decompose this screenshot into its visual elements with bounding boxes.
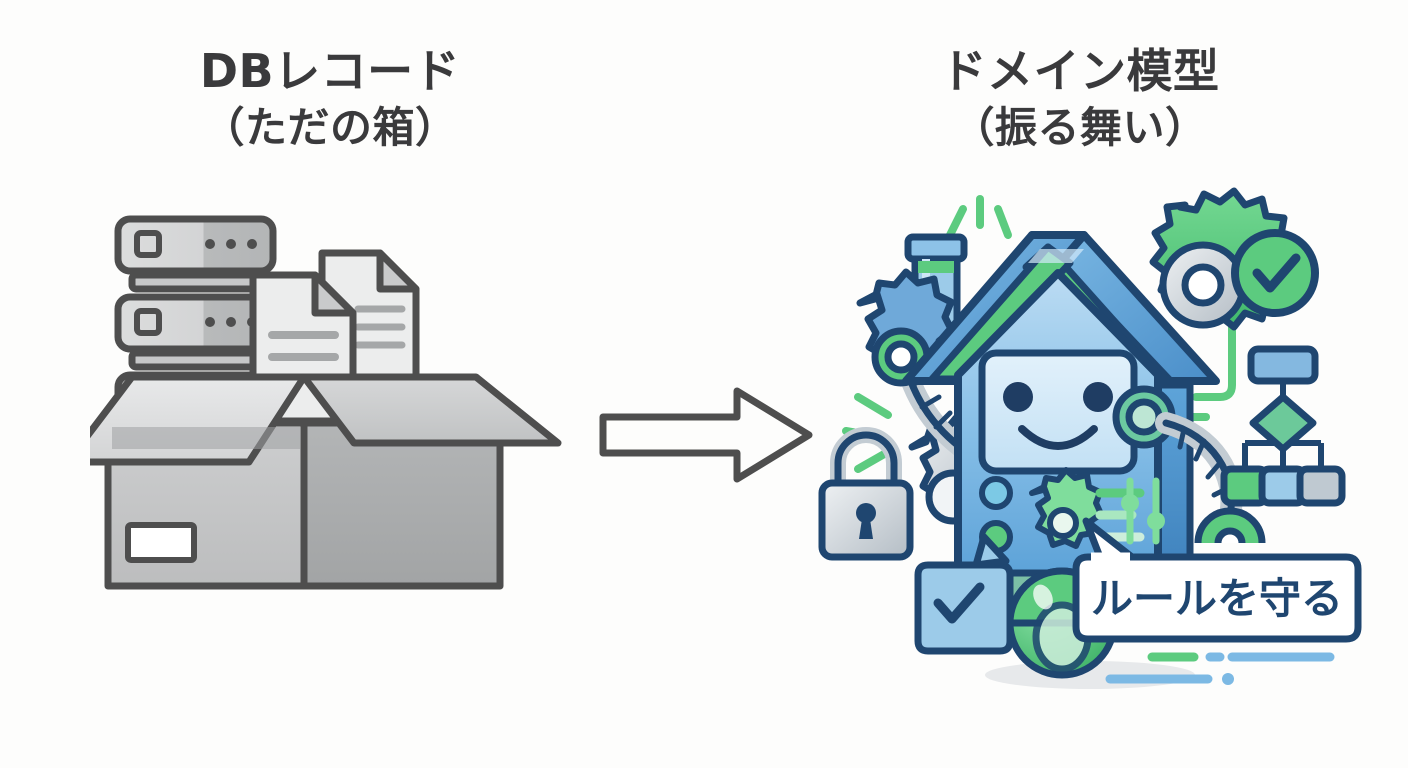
db-record-box-illustration: [90, 205, 590, 635]
rightwards-outline-arrow: [599, 387, 813, 483]
right-title-line-2: （振る舞い）: [952, 102, 1208, 152]
box-right-flap: [300, 373, 562, 447]
left-panel-title: DBレコード （ただの箱）: [90, 42, 570, 155]
right-arm-hand: [1194, 507, 1266, 544]
padlock-icon: [818, 427, 914, 561]
roof-highlight: [1028, 249, 1084, 263]
sparkle-lines-top: [946, 195, 1012, 239]
right-panel-title: ドメイン模型 （振る舞い）: [820, 42, 1340, 155]
right-arm-shoulder: [1112, 385, 1176, 449]
flowchart-nodes: [1220, 345, 1346, 507]
robot-eyes: [1003, 382, 1113, 412]
check-speech-bubble: [914, 533, 1014, 655]
rule-speech-bubble-text: ルールを守る: [1091, 574, 1343, 623]
slider-knobs: [1121, 494, 1165, 530]
left-title-line-2: （ただの箱）: [202, 102, 458, 152]
left-title-line-1: DBレコード: [199, 44, 461, 98]
wheel-highlight: [1033, 584, 1053, 610]
motion-dashes: [1105, 652, 1335, 685]
transition-arrow: [595, 375, 825, 495]
face-screen: [978, 349, 1138, 475]
robot-smile: [1018, 425, 1098, 450]
check-circle-icon: [1231, 229, 1319, 317]
right-title-line-1: ドメイン模型: [940, 44, 1220, 98]
shipping-label: [125, 522, 197, 563]
box-inner-shadow: [112, 427, 300, 449]
domain-model-robot-illustration: ルールを守る: [800, 185, 1380, 705]
rule-speech-bubble: [1072, 517, 1362, 643]
document-back-text-lines: [354, 305, 406, 349]
chimney-green-band: [918, 261, 954, 273]
